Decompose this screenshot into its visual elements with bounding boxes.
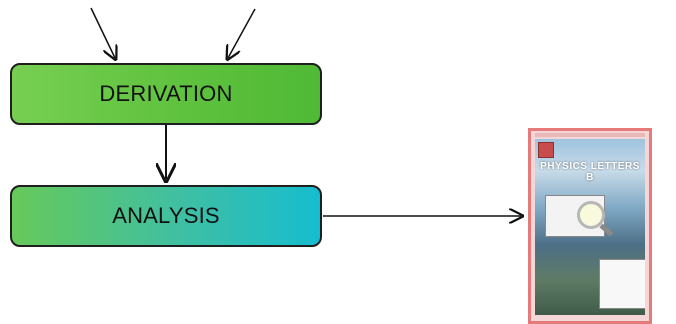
publisher-logo-icon bbox=[538, 142, 554, 158]
journal-cover-art: PHYSICS LETTERS B bbox=[535, 139, 645, 315]
journal-cover-image: PHYSICS LETTERS B bbox=[528, 128, 652, 324]
analysis-label: ANALYSIS bbox=[112, 203, 220, 228]
journal-plot-right bbox=[599, 259, 645, 309]
input-arrow-left bbox=[90, 7, 115, 58]
journal-title: PHYSICS LETTERS B bbox=[540, 161, 640, 183]
input-arrow-right bbox=[228, 8, 256, 58]
analysis-box: ANALYSIS bbox=[10, 185, 322, 247]
derivation-label: DERIVATION bbox=[99, 81, 233, 106]
derivation-box: DERIVATION bbox=[10, 63, 322, 125]
journal-header-strip bbox=[535, 133, 645, 137]
